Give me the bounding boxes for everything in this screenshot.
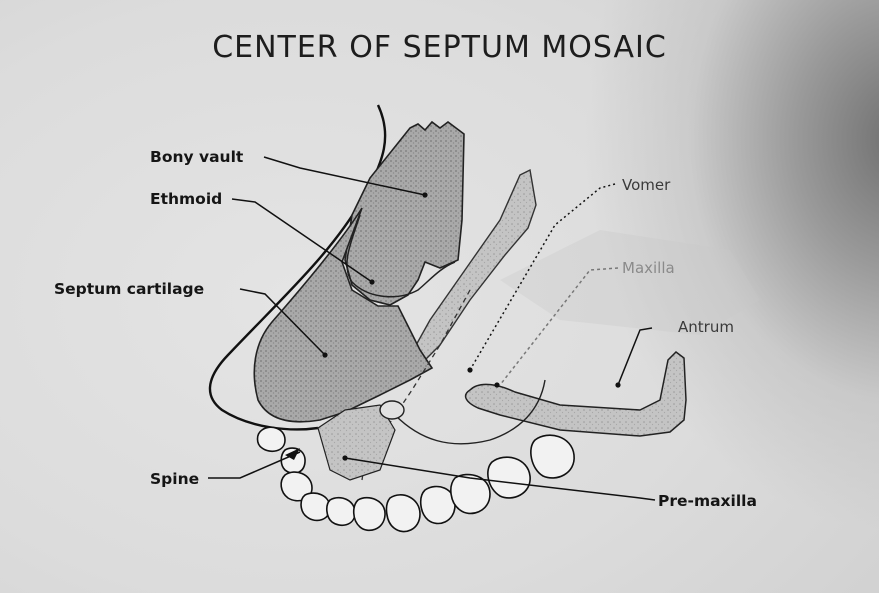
label-vomer: Vomer [622, 176, 671, 194]
antrum-palate [466, 352, 686, 436]
label-pre-maxilla: Pre-maxilla [658, 492, 757, 510]
label-bony-vault: Bony vault [150, 148, 244, 166]
label-maxilla: Maxilla [622, 259, 675, 277]
tooth-bud [380, 401, 404, 419]
label-ethmoid: Ethmoid [150, 190, 222, 208]
label-antrum: Antrum [678, 318, 734, 336]
label-spine: Spine [150, 470, 199, 488]
label-septum-cartilage: Septum cartilage [54, 280, 204, 298]
bony-vault-bone [345, 122, 464, 305]
teeth-row [258, 427, 575, 531]
